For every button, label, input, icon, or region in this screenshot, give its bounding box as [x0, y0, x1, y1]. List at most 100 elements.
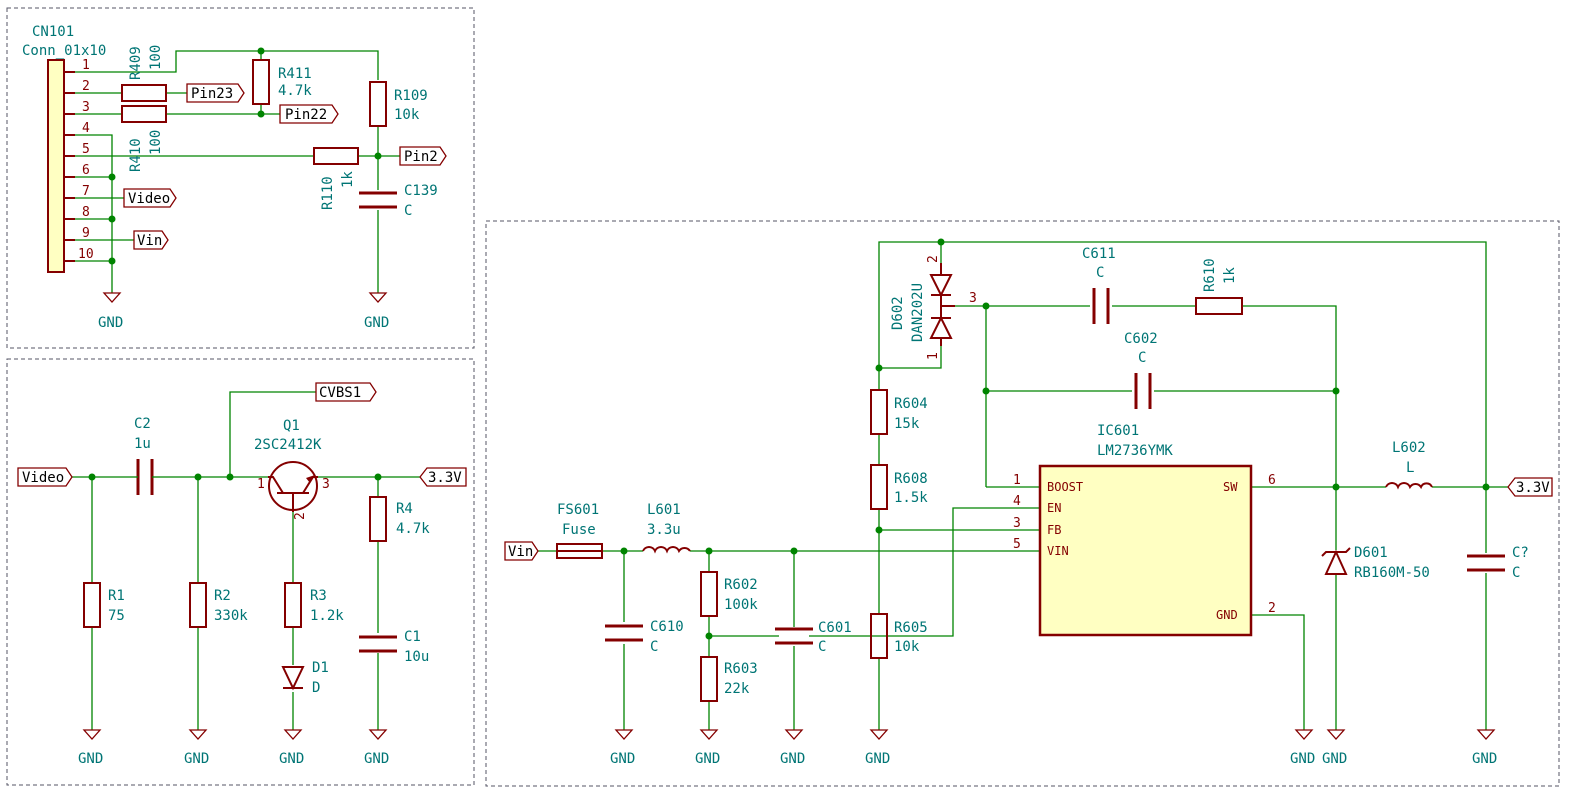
l601-inductor[interactable] — [642, 546, 691, 554]
r603-ref: R603 — [724, 661, 758, 677]
r411-resistor[interactable] — [252, 59, 270, 105]
r411-ref: R411 — [278, 66, 312, 82]
ic601-ref: IC601 — [1097, 423, 1139, 439]
c610-value: C — [650, 639, 658, 655]
q1-transistor[interactable] — [268, 461, 318, 512]
c-unassigned-capacitor[interactable] — [1467, 554, 1505, 572]
d1-diode[interactable] — [281, 666, 305, 691]
r1-ref: R1 — [108, 588, 125, 604]
r410-resistor[interactable] — [121, 105, 167, 123]
label-pin22[interactable]: Pin22 — [279, 104, 339, 124]
c602-value: C — [1138, 350, 1146, 366]
c602-capacitor[interactable] — [1134, 373, 1152, 409]
c139-capacitor[interactable] — [359, 191, 397, 209]
r410-ref: R410 — [128, 138, 144, 172]
regulator-gnd-symbols — [614, 729, 1496, 740]
label-3v3-reg-text: 3.3V — [1516, 480, 1550, 496]
label-pin2[interactable]: Pin2 — [399, 146, 447, 166]
label-vin-cn[interactable]: Vin — [133, 230, 169, 250]
cn101-ref: CN101 — [32, 24, 74, 40]
label-vin-reg[interactable]: Vin — [504, 541, 539, 561]
fs601-fuse[interactable] — [556, 543, 603, 559]
c-unassigned-ref: C? — [1512, 545, 1529, 561]
label-video-cn[interactable]: Video — [123, 188, 177, 208]
d601-value: RB160M-50 — [1354, 565, 1430, 581]
ic601-num-gnd: 2 — [1268, 601, 1276, 616]
q1-pin3: 3 — [322, 477, 330, 492]
r605-resistor[interactable] — [870, 613, 888, 659]
r610-resistor[interactable] — [1195, 297, 1243, 315]
r610-ref: R610 — [1202, 258, 1218, 292]
q1-pin1: 1 — [257, 477, 265, 492]
gnd-label: GND — [78, 751, 103, 767]
label-3v3-reg[interactable]: 3.3V — [1507, 477, 1553, 497]
r602-value: 100k — [724, 597, 758, 613]
l601-ref: L601 — [647, 502, 681, 518]
d1-value: D — [312, 680, 320, 696]
ic601-pin-vin: VIN — [1047, 544, 1069, 558]
c1-capacitor[interactable] — [359, 635, 397, 653]
gnd-label: GND — [610, 751, 635, 767]
connector-block-wires — [75, 50, 400, 293]
gnd-label: GND — [1322, 751, 1347, 767]
c1-ref: C1 — [404, 629, 421, 645]
d602-pin2: 2 — [926, 255, 941, 263]
r608-value: 1.5k — [894, 490, 928, 506]
r2-value: 330k — [214, 608, 248, 624]
fs601-ref: FS601 — [557, 502, 599, 518]
r602-resistor[interactable] — [700, 571, 718, 617]
c610-capacitor[interactable] — [605, 624, 643, 642]
l602-ref: L602 — [1392, 440, 1426, 456]
ic601-pin-fb: FB — [1047, 523, 1061, 537]
label-video-in[interactable]: Video — [17, 467, 73, 487]
r605-value: 10k — [894, 639, 920, 655]
video-block-junctions — [88, 473, 382, 481]
c2-capacitor[interactable] — [130, 459, 160, 495]
c601-capacitor[interactable] — [775, 627, 813, 645]
cn101-pin-2: 2 — [82, 79, 90, 94]
label-3v3-video[interactable]: 3.3V — [419, 467, 467, 487]
l602-inductor[interactable] — [1385, 482, 1433, 490]
cn101-pin-4: 4 — [82, 121, 90, 136]
r2-resistor[interactable] — [189, 582, 207, 628]
label-vin-reg-text: Vin — [508, 544, 533, 560]
cn101-pin-1: 1 — [82, 58, 90, 73]
cn101-connector[interactable] — [47, 59, 75, 273]
r4-resistor[interactable] — [369, 496, 387, 542]
r1-resistor[interactable] — [83, 582, 101, 628]
ic601-num-en: 4 — [1013, 494, 1021, 509]
c611-capacitor[interactable] — [1092, 288, 1110, 324]
ic601-pin-sw: SW — [1223, 480, 1238, 494]
c139-value: C — [404, 203, 412, 219]
r109-resistor[interactable] — [369, 81, 387, 127]
label-pin22-text: Pin22 — [285, 107, 327, 123]
cn101-value: Conn_01x10 — [22, 43, 106, 59]
label-cvbs1[interactable]: CVBS1 — [315, 382, 377, 402]
r3-resistor[interactable] — [284, 582, 302, 628]
label-video-in-text: Video — [22, 470, 64, 486]
d602-value: DAN202U — [910, 283, 926, 342]
gnd-label: GND — [780, 751, 805, 767]
r603-resistor[interactable] — [700, 656, 718, 702]
q1-value: 2SC2412K — [254, 437, 322, 453]
r608-resistor[interactable] — [870, 464, 888, 510]
r409-resistor[interactable] — [121, 84, 167, 102]
d601-schottky-diode[interactable] — [1321, 547, 1351, 575]
r603-value: 22k — [724, 681, 750, 697]
ic601-chip[interactable] — [1038, 464, 1253, 637]
c611-ref: C611 — [1082, 246, 1116, 262]
label-pin23[interactable]: Pin23 — [186, 83, 245, 103]
gnd-label: GND — [1290, 751, 1315, 767]
c601-value: C — [818, 639, 826, 655]
c2-value: 1u — [134, 436, 151, 452]
ic601-num-fb: 3 — [1013, 516, 1021, 531]
r410-value: 100 — [148, 130, 164, 155]
gnd-label: GND — [695, 751, 720, 767]
d602-dual-diode[interactable] — [929, 263, 955, 346]
c611-value: C — [1096, 265, 1104, 281]
r2-ref: R2 — [214, 588, 231, 604]
r604-resistor[interactable] — [870, 389, 888, 435]
cn101-pin-6: 6 — [82, 163, 90, 178]
r110-resistor[interactable] — [313, 147, 359, 165]
